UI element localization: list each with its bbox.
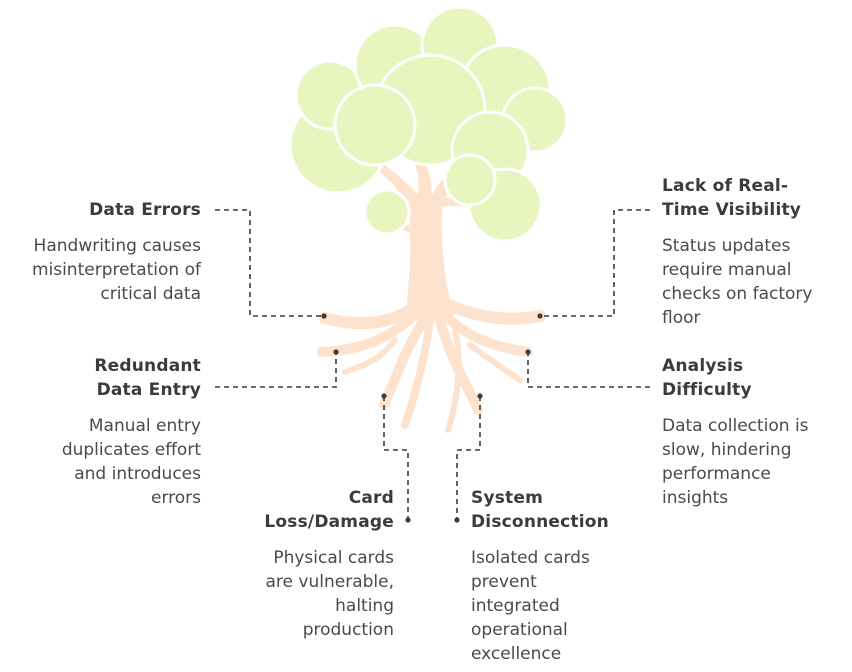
item-title: Redundant Data Entry (94, 356, 201, 400)
item-description: Physical cards are vulnerable, halting p… (265, 548, 394, 640)
connector-card-loss (383, 396, 409, 520)
connector-system-disconnection (456, 396, 481, 520)
item-system-disconnection-desc: Isolated cards prevent integrated operat… (471, 546, 621, 666)
connector-data-errors (215, 209, 324, 317)
item-analysis-difficulty-desc: Data collection is slow, hindering perfo… (662, 414, 812, 510)
item-card-loss: Card Loss/Damage (244, 486, 394, 534)
item-data-errors: Data Errors (1, 198, 201, 222)
item-system-disconnection: System Disconnection (471, 486, 631, 534)
tree-canopy (288, 5, 569, 243)
item-description: Status updates require manual checks on … (662, 236, 813, 328)
item-title: Data Errors (89, 200, 201, 220)
connector-analysis-difficulty (527, 352, 650, 388)
item-lack-visibility: Lack of Real-Time Visibility (662, 174, 822, 222)
connector-lack-visibility (540, 209, 650, 317)
item-lack-visibility-desc: Status updates require manual checks on … (662, 234, 822, 330)
item-title: System Disconnection (471, 488, 609, 532)
item-description: Isolated cards prevent integrated operat… (471, 548, 590, 664)
connector-dots (321, 313, 543, 523)
item-redundant-entry: Redundant Data Entry (71, 354, 201, 402)
item-description: Data collection is slow, hindering perfo… (662, 416, 809, 508)
item-title: Analysis Difficulty (662, 356, 752, 400)
item-description: Manual entry duplicates effort and intro… (61, 416, 201, 508)
item-title: Lack of Real-Time Visibility (662, 176, 802, 220)
item-analysis-difficulty: Analysis Difficulty (662, 354, 782, 402)
item-data-errors-desc: Handwriting causes misinterpretation of … (21, 234, 201, 306)
tree-trunk (370, 148, 470, 320)
item-title: Card Loss/Damage (264, 488, 394, 532)
item-redundant-entry-desc: Manual entry duplicates effort and intro… (31, 414, 201, 510)
item-description: Handwriting causes misinterpretation of … (31, 236, 201, 304)
item-card-loss-desc: Physical cards are vulnerable, halting p… (244, 546, 394, 642)
connector-redundant-entry (215, 352, 337, 388)
connectors (215, 209, 650, 520)
